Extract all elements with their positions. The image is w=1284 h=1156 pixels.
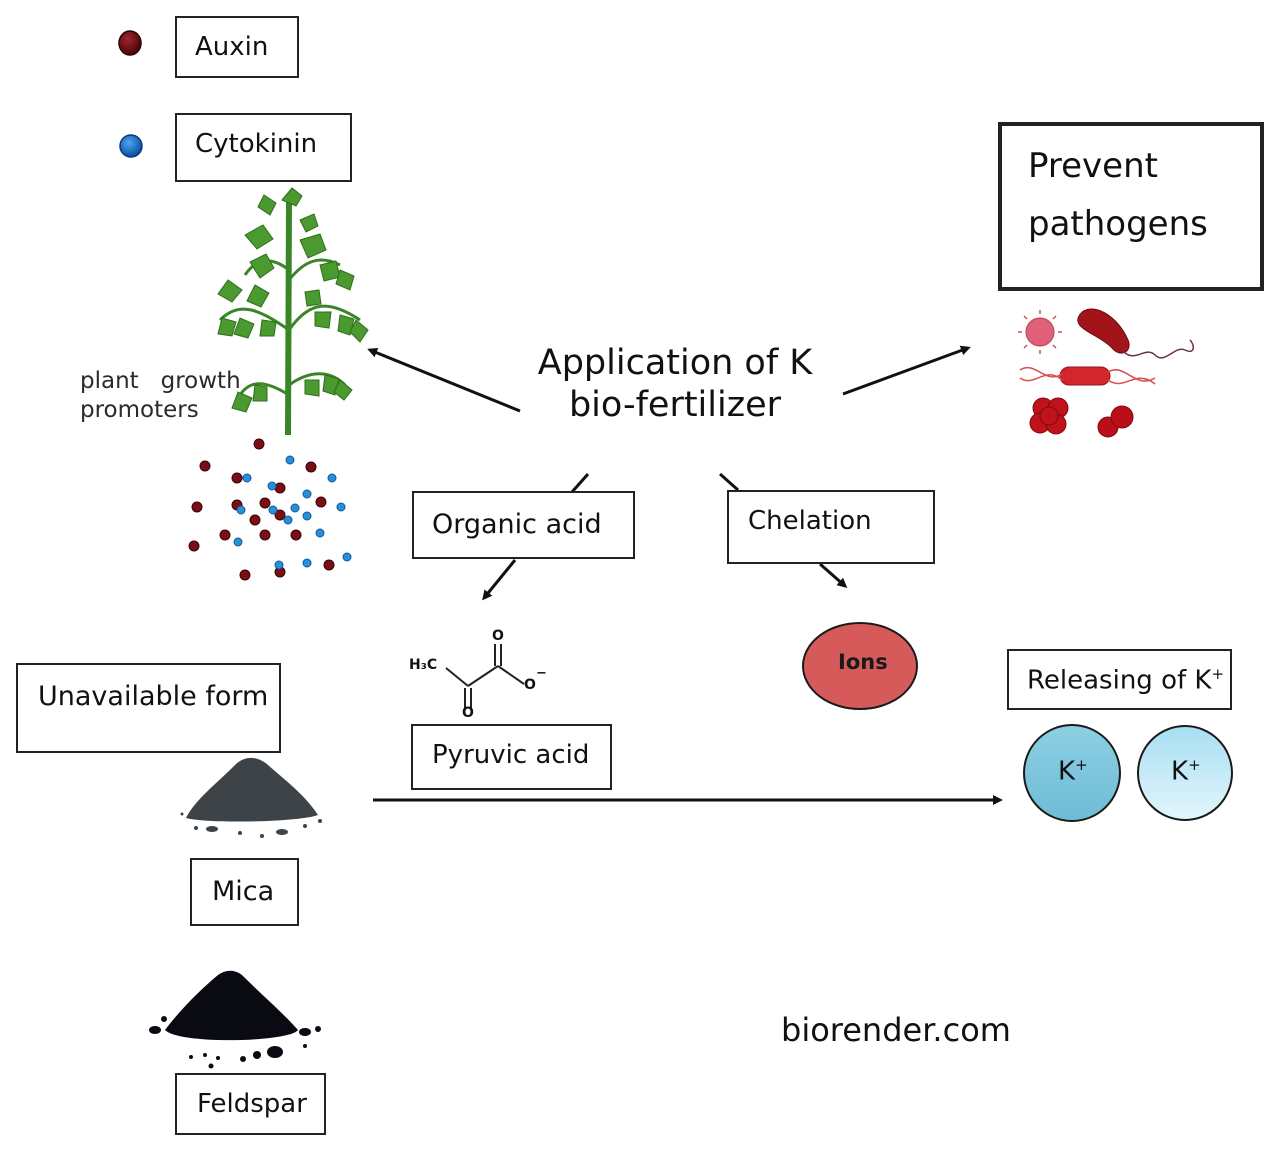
diplococcus-icon [1097, 405, 1134, 438]
unavailable-form-label: Unavailable form [38, 681, 269, 712]
k-ion-2-sup: + [1188, 756, 1201, 774]
unavailable-form-box: Unavailable form [16, 663, 281, 753]
hormone-particles [188, 438, 352, 581]
feldspar-label: Feldspar [197, 1089, 307, 1119]
virus-icon [1018, 310, 1062, 354]
cytokinin-legend-box: Cytokinin [175, 113, 352, 182]
center-title-line1: Application of K [537, 343, 813, 383]
molecule-methyl: H₃C [409, 657, 438, 673]
pathogens-icon [1018, 308, 1195, 438]
k-ion-2 [1137, 725, 1233, 821]
auxin-legend-dot [118, 30, 142, 56]
k-ion-1-sup: + [1075, 756, 1088, 774]
chelation-label: Chelation [748, 506, 872, 536]
ions-ellipse [802, 622, 918, 710]
pyruvic-acid-box: Pyruvic acid [411, 724, 612, 790]
releasing-k-label: Releasing of K+ [1027, 665, 1224, 696]
molecule-o-bottom: O [462, 705, 474, 721]
feldspar-pile-icon [149, 970, 321, 1069]
flagellated-bacterium-icon [1077, 308, 1195, 359]
arrow-to-plant [367, 348, 521, 413]
plant-icon [217, 187, 369, 436]
arrow-to-chelation [719, 472, 739, 492]
mica-pile-icon [180, 757, 322, 838]
ions-label: Ions [838, 650, 888, 674]
k-ion-1-label: K+ [1058, 756, 1088, 787]
organic-acid-box: Organic acid [412, 491, 635, 559]
auxin-legend-box: Auxin [175, 16, 299, 78]
pyruvate-structure-icon [445, 644, 525, 708]
mica-label: Mica [212, 876, 275, 907]
cytokinin-legend-dot [119, 134, 143, 158]
chelation-box: Chelation [727, 490, 935, 564]
cytokinin-legend-label: Cytokinin [195, 129, 318, 159]
k-ion-2-label: K+ [1171, 756, 1201, 787]
feldspar-box: Feldspar [175, 1073, 326, 1135]
biorender-credit: biorender.com [781, 1011, 1011, 1049]
center-title-line2: bio-fertilizer [568, 385, 782, 425]
releasing-k-box: Releasing of K+ [1007, 649, 1232, 710]
center-title: Application of K bio-fertilizer [520, 342, 830, 426]
k-ion-2-text: K [1171, 756, 1189, 787]
pyruvic-acid-label: Pyruvic acid [432, 740, 590, 770]
organic-acid-label: Organic acid [432, 509, 602, 540]
coccus-cluster-icon [1029, 397, 1069, 435]
arrow-to-pathogens [842, 345, 971, 396]
rod-bacterium-icon [1019, 366, 1156, 386]
k-ion-1 [1023, 724, 1121, 822]
arrow-chelation-to-ions [819, 562, 848, 588]
mica-box: Mica [190, 858, 299, 926]
releasing-k-text: Releasing of K [1027, 665, 1212, 696]
prevent-pathogens-line2: pathogens [1028, 204, 1208, 244]
arrow-to-organic-acid [570, 473, 590, 493]
prevent-pathogens-box: Prevent pathogens [998, 122, 1264, 291]
plant-caption-line2: promoters [80, 397, 199, 423]
arrow-organic-acid-to-pyruvic [482, 559, 517, 601]
releasing-k-sup: + [1211, 665, 1225, 683]
molecule-o-minus: O [524, 677, 536, 693]
molecule-charge: − [536, 666, 547, 681]
molecule-o-top: O [492, 628, 504, 644]
prevent-pathogens-line1: Prevent [1028, 146, 1158, 186]
plant-caption-line1: plant growth [80, 368, 241, 394]
k-ion-1-text: K [1058, 756, 1076, 787]
auxin-legend-label: Auxin [195, 32, 269, 62]
